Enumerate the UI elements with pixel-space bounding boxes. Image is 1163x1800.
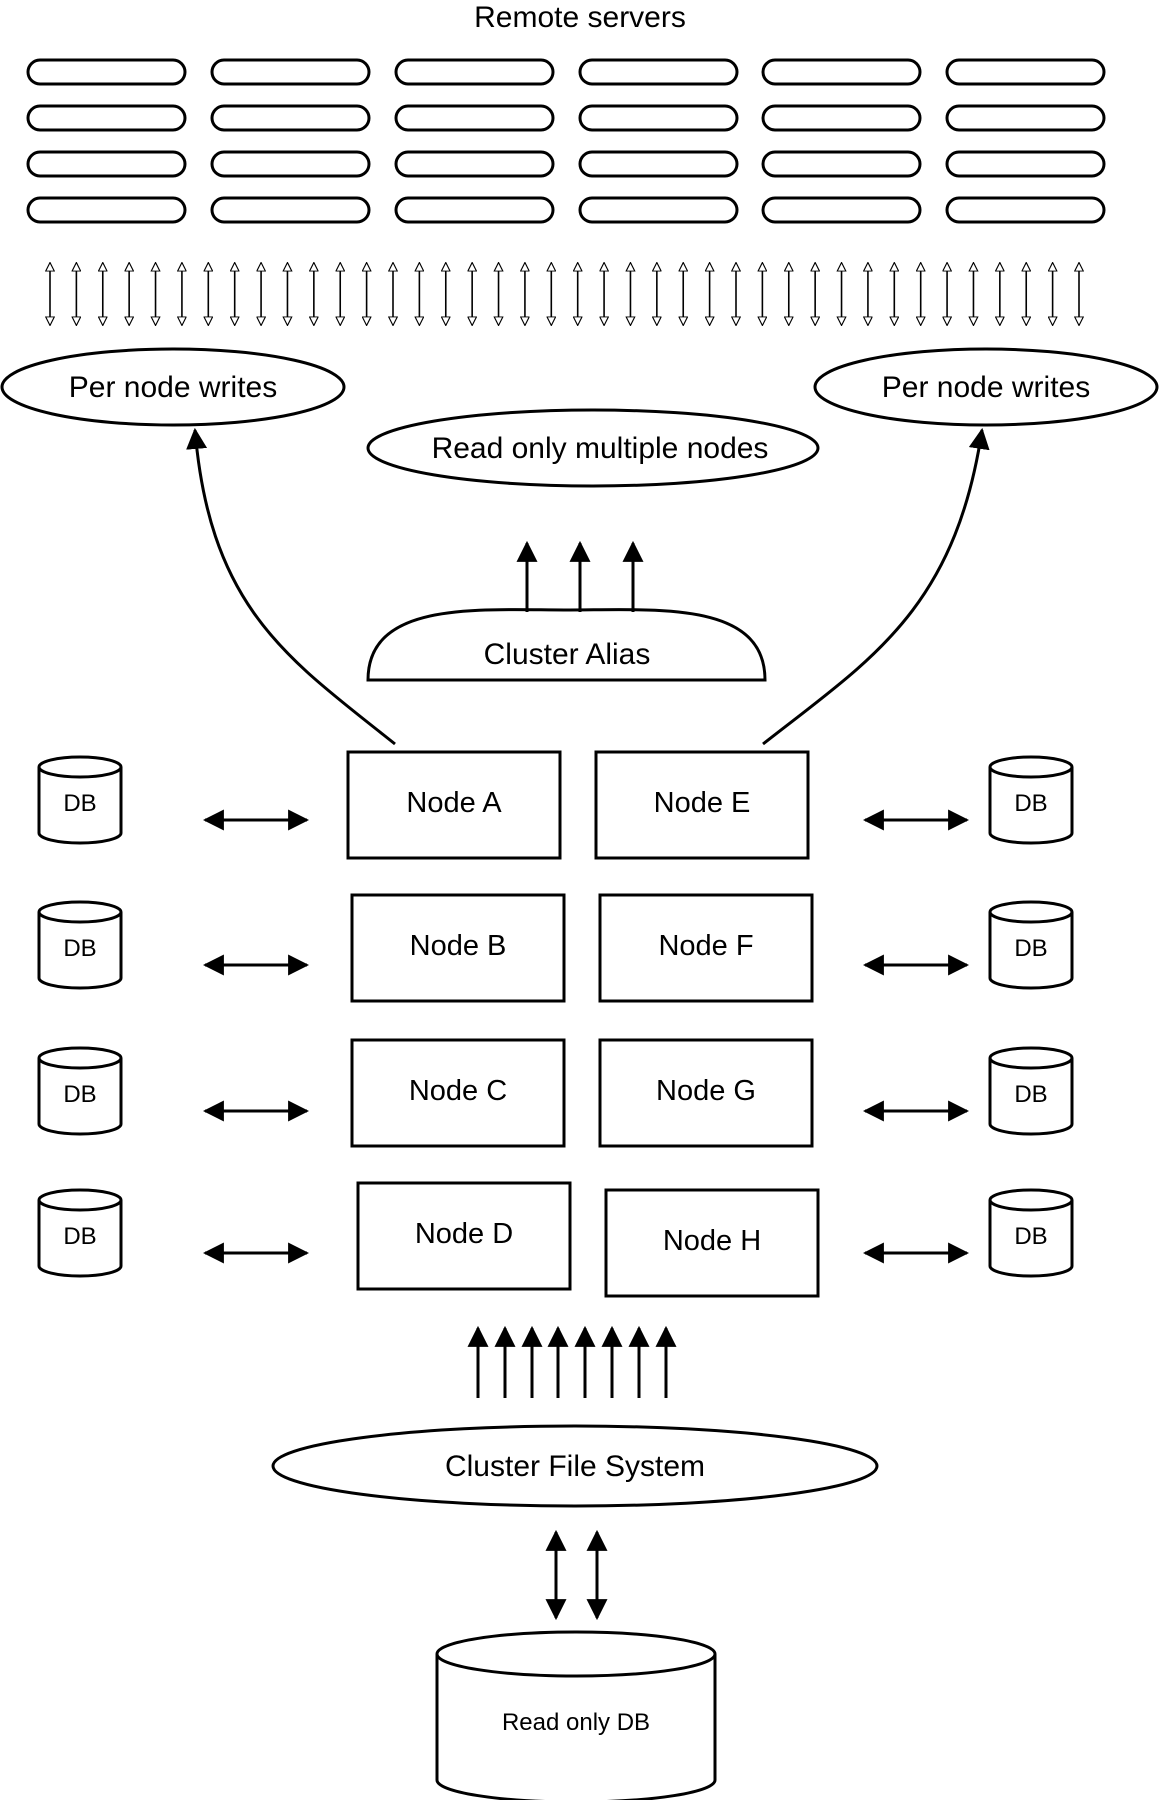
db-d-label: DB xyxy=(63,1223,96,1250)
db-d: DB xyxy=(37,1188,123,1278)
cluster-alias-label: Cluster Alias xyxy=(484,638,651,671)
node-a-label: Node A xyxy=(406,787,502,819)
per-node-writes-left-label: Per node writes xyxy=(69,371,277,404)
remote-server-bar xyxy=(945,58,1106,86)
node-a: Node A xyxy=(346,750,562,860)
per-node-writes-right-label: Per node writes xyxy=(882,371,1090,404)
db-h-label: DB xyxy=(1014,1223,1047,1250)
cfs-up-arrows xyxy=(467,1325,677,1398)
remote-server-bar xyxy=(578,150,739,178)
node-h: Node H xyxy=(604,1188,820,1298)
cluster-alias: Cluster Alias xyxy=(366,608,767,682)
db-c: DB xyxy=(37,1046,123,1136)
read-only-db: Read only DB xyxy=(435,1630,717,1800)
cfs-db-arrows xyxy=(545,1529,608,1621)
db-a: DB xyxy=(37,755,123,845)
node-a-write-arrow xyxy=(186,427,396,746)
remote-server-bar xyxy=(26,150,187,178)
node-b: Node B xyxy=(350,893,566,1003)
cluster-file-system: Cluster File System xyxy=(271,1424,879,1508)
remote-server-bar xyxy=(578,58,739,86)
remote-server-bar xyxy=(945,104,1106,132)
remote-server-bar xyxy=(945,150,1106,178)
read-only-multiple-nodes: Read only multiple nodes xyxy=(366,408,820,488)
node-e: Node E xyxy=(594,750,810,860)
cluster-alias-up-arrows xyxy=(516,540,644,612)
per-node-writes-left: Per node writes xyxy=(0,347,346,427)
node-d: Node D xyxy=(356,1181,572,1291)
remote-server-bar xyxy=(578,196,739,224)
remote-server-bar xyxy=(945,196,1106,224)
db-f-label: DB xyxy=(1014,935,1047,962)
remote-server-bar xyxy=(578,104,739,132)
node-e-label: Node E xyxy=(654,787,751,819)
node-d-label: Node D xyxy=(415,1218,513,1250)
remote-server-bar xyxy=(761,104,922,132)
remote-server-bar xyxy=(26,58,187,86)
node-h-label: Node H xyxy=(663,1225,761,1257)
db-g: DB xyxy=(988,1046,1074,1136)
remote-link-arrows xyxy=(50,263,1079,325)
node-b-label: Node B xyxy=(410,930,507,962)
remote-server-bar xyxy=(761,196,922,224)
remote-server-bar xyxy=(210,150,371,178)
cluster-file-system-label: Cluster File System xyxy=(445,1450,705,1483)
db-e: DB xyxy=(988,755,1074,845)
remote-server-bar xyxy=(394,196,555,224)
node-g: Node G xyxy=(598,1038,814,1148)
node-f-label: Node F xyxy=(658,930,753,962)
db-h: DB xyxy=(988,1188,1074,1278)
remote-server-bar xyxy=(394,104,555,132)
remote-server-bar xyxy=(26,104,187,132)
remote-server-bar xyxy=(210,58,371,86)
node-f: Node F xyxy=(598,893,814,1003)
remote-server-bar xyxy=(26,196,187,224)
remote-server-bar xyxy=(210,196,371,224)
node-e-write-arrow xyxy=(762,427,990,746)
remote-server-bar xyxy=(761,150,922,178)
read-only-multiple-nodes-label: Read only multiple nodes xyxy=(432,432,769,465)
node-g-label: Node G xyxy=(656,1075,756,1107)
db-b-label: DB xyxy=(63,935,96,962)
db-g-label: DB xyxy=(1014,1081,1047,1108)
read-only-db-label: Read only DB xyxy=(502,1709,650,1736)
db-c-label: DB xyxy=(63,1081,96,1108)
node-c-label: Node C xyxy=(409,1075,507,1107)
db-a-label: DB xyxy=(63,790,96,817)
per-node-writes-right: Per node writes xyxy=(813,347,1159,427)
remote-server-bar xyxy=(210,104,371,132)
db-f: DB xyxy=(988,900,1074,990)
node-area: DB Node A Node E DB DB Node B Node F DB DB Node C… xyxy=(37,750,1074,1298)
db-b: DB xyxy=(37,900,123,990)
remote-server-bar xyxy=(394,58,555,86)
remote-server-bar xyxy=(761,58,922,86)
remote-server-bar xyxy=(394,150,555,178)
node-c: Node C xyxy=(350,1038,566,1148)
remote-server-grid xyxy=(26,58,1106,224)
db-e-label: DB xyxy=(1014,790,1047,817)
remote-servers-title: Remote servers xyxy=(474,1,686,34)
